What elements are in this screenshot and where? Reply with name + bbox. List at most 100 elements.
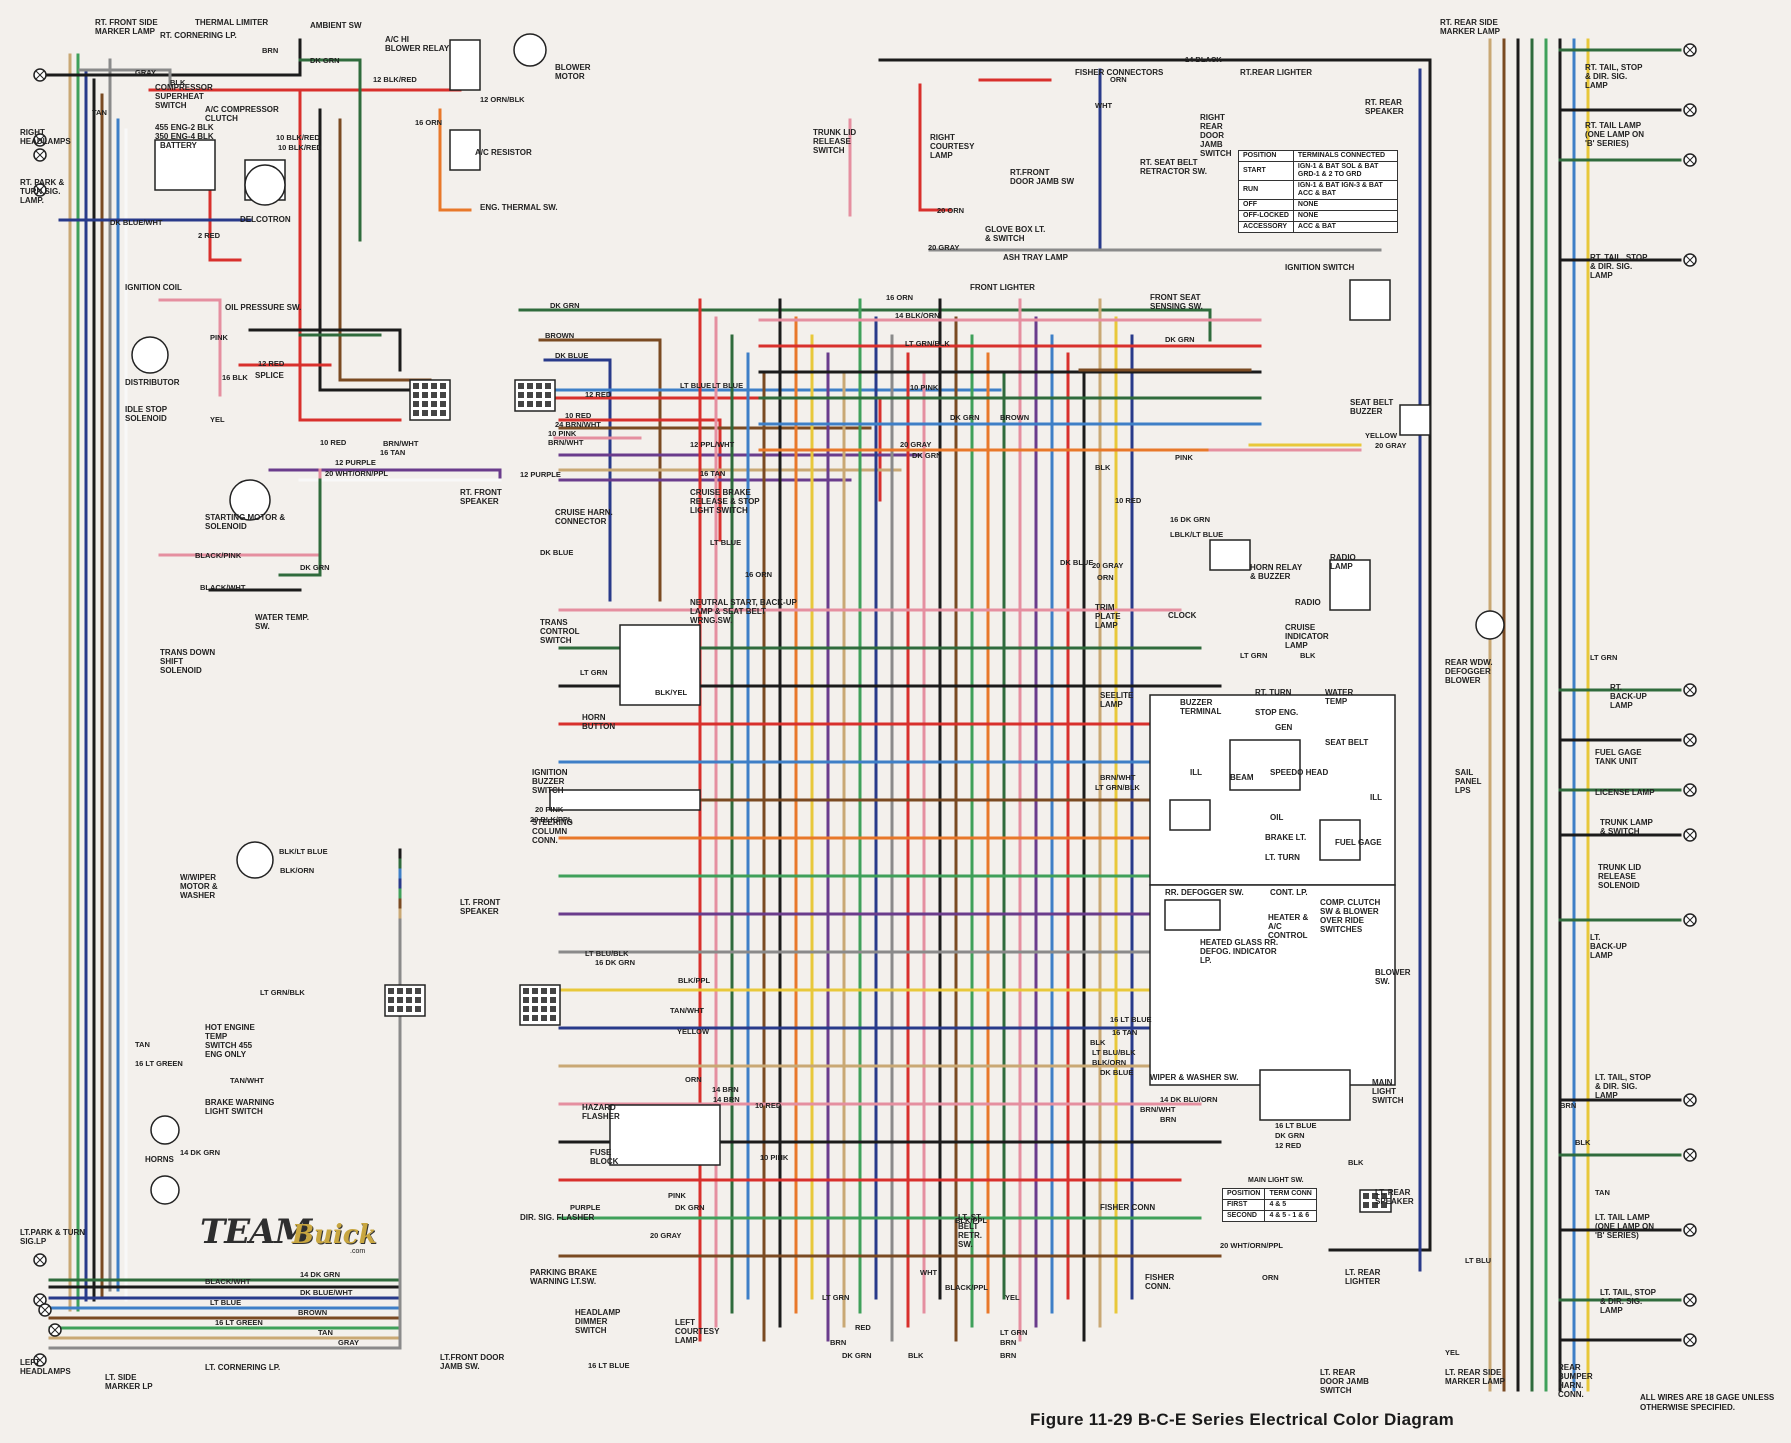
label-line: BUZZER <box>1350 407 1383 416</box>
wire-label: PURPLE <box>570 1203 600 1212</box>
label-line: 'B' SERIES) <box>1595 1231 1639 1240</box>
label-line: STEERING <box>532 818 573 827</box>
label-ignition-switch: IGNITION SWITCH <box>1285 263 1355 272</box>
wire-label: 14 BLACK <box>1185 55 1222 64</box>
ign-row-run-conn: IGN-1 & BAT IGN-3 & BAT ACC & BAT <box>1292 180 1398 200</box>
label-splice: SPLICE <box>255 371 285 380</box>
label-line: & SWITCH <box>985 234 1025 243</box>
wire-label: BRN <box>1000 1351 1016 1360</box>
front-lamp-connector-pin <box>397 1006 403 1012</box>
label-line: SW. <box>1375 977 1390 986</box>
wire-label: 16 ORN <box>415 118 442 127</box>
label-line: WRNG.SW. <box>690 616 732 625</box>
wire-label: LT BLUE <box>710 538 741 547</box>
wire-label: BLK/ORN <box>280 866 314 875</box>
label-line: LT. <box>1590 933 1601 942</box>
label-line: CONTROL <box>540 627 580 636</box>
wire-label: LT GRN <box>1590 653 1617 662</box>
wire-label: BROWN <box>545 331 574 340</box>
dash-brown <box>538 338 662 602</box>
label-line: WASHER <box>180 891 215 900</box>
front-lamp-4-filament <box>35 1255 45 1265</box>
label-line: SPEAKER <box>460 497 499 506</box>
wire-label: YELLOW <box>1365 431 1398 440</box>
label-line: LAMP <box>1610 701 1633 710</box>
dash-bulkhead-connector-pin <box>518 401 524 407</box>
wire-label: ORN <box>1110 75 1127 84</box>
dash-red10 <box>558 418 722 542</box>
wire-label: 10 RED <box>565 411 592 420</box>
label-line: LT. REAR <box>1345 1268 1381 1277</box>
label-line: CONNECTOR <box>555 517 607 526</box>
label-line: & SWITCH <box>1600 827 1640 836</box>
wire-label: LT BLUE <box>680 381 711 390</box>
label-line: TEMP <box>205 1032 228 1041</box>
label-front-lighter: FRONT LIGHTER <box>970 283 1035 292</box>
label-line: MARKER LAMP <box>1445 1377 1506 1386</box>
label-line: LT. SIDE <box>105 1373 137 1382</box>
wire-label: DK BLUE <box>1100 1068 1133 1077</box>
wire-label: 12 RED <box>258 359 285 368</box>
wire-label: 16 LT BLUE <box>1275 1121 1317 1130</box>
label-beam: BEAM <box>1230 773 1254 782</box>
label-line: TURN SIG. <box>20 187 60 196</box>
wire-label: LT GRN <box>580 668 607 677</box>
wire-label: 16 LT GREEN <box>135 1059 183 1068</box>
rear-lamp-2-filament <box>1685 155 1695 165</box>
label-line: SEELITE <box>1100 691 1134 700</box>
label-oil: OIL <box>1270 813 1283 822</box>
wire-label: 10 BLK/RED <box>276 133 320 142</box>
label-gen: GEN <box>1275 723 1293 732</box>
fuel-gage-box <box>1319 819 1361 861</box>
label-line: LPS <box>1455 786 1471 795</box>
label-line: LAMP <box>1600 1306 1623 1315</box>
wire-label: 20 GRAY <box>1092 561 1123 570</box>
label-lt-tail-stop: LT. TAIL, STOP& DIR. SIG.LAMP <box>1595 1073 1652 1100</box>
engine-bulkhead-connector-pin <box>422 383 428 389</box>
label-line: COURTESY <box>930 142 975 151</box>
label-line: RT. REAR <box>1365 98 1402 107</box>
wire-label: 16 BLK <box>222 373 248 382</box>
wire-label: BRN/WHT <box>1140 1105 1176 1114</box>
label-line: HEATER & <box>1268 913 1309 922</box>
label-line: COMPRESSOR <box>155 83 213 92</box>
dash-bulkhead-connector-pin <box>545 392 551 398</box>
figure-caption: Figure 11-29 B-C-E Series Electrical Col… <box>1030 1410 1455 1429</box>
wire-label: LT GRN <box>1000 1328 1027 1337</box>
wire-label: BLK <box>1090 1038 1106 1047</box>
wire-label: 14 BRN <box>713 1095 740 1104</box>
wire-label: GRAY <box>338 1338 359 1347</box>
label-horns: HORNS <box>145 1155 175 1164</box>
label-line: HEADLAMP <box>575 1308 621 1317</box>
label-line: SOLENOID <box>160 666 202 675</box>
wire-label: BRN <box>1160 1115 1176 1124</box>
engine-bulkhead-connector-pin <box>431 383 437 389</box>
label-line: LT.PARK & TURN <box>20 1228 85 1237</box>
wire-label: LT BLU/BLK <box>1092 1048 1136 1057</box>
wire-label: 14 BLK/ORN <box>895 311 940 320</box>
coil-pink <box>158 298 222 397</box>
wire-label: LT GRN <box>1240 651 1267 660</box>
engine-bulkhead-connector-pin <box>413 383 419 389</box>
label-line: LT. FRONT <box>460 898 500 907</box>
wire-label: LT BLU <box>1465 1256 1491 1265</box>
wire-label: PINK <box>210 333 229 342</box>
rear-lamp-12-filament <box>1685 1295 1695 1305</box>
label-line: CONN. <box>1558 1390 1584 1399</box>
wire-label: LBLK/LT BLUE <box>1170 530 1223 539</box>
wire-label: 16 DK GRN <box>1170 515 1210 524</box>
label-cruise-harn: CRUISE HARN.CONNECTOR <box>555 508 613 526</box>
front-lamp-connector-pin <box>388 988 394 994</box>
label-line: SWITCH <box>155 101 187 110</box>
ml-row-second: SECOND <box>1221 1210 1266 1222</box>
label-line: MOTOR & <box>180 882 218 891</box>
